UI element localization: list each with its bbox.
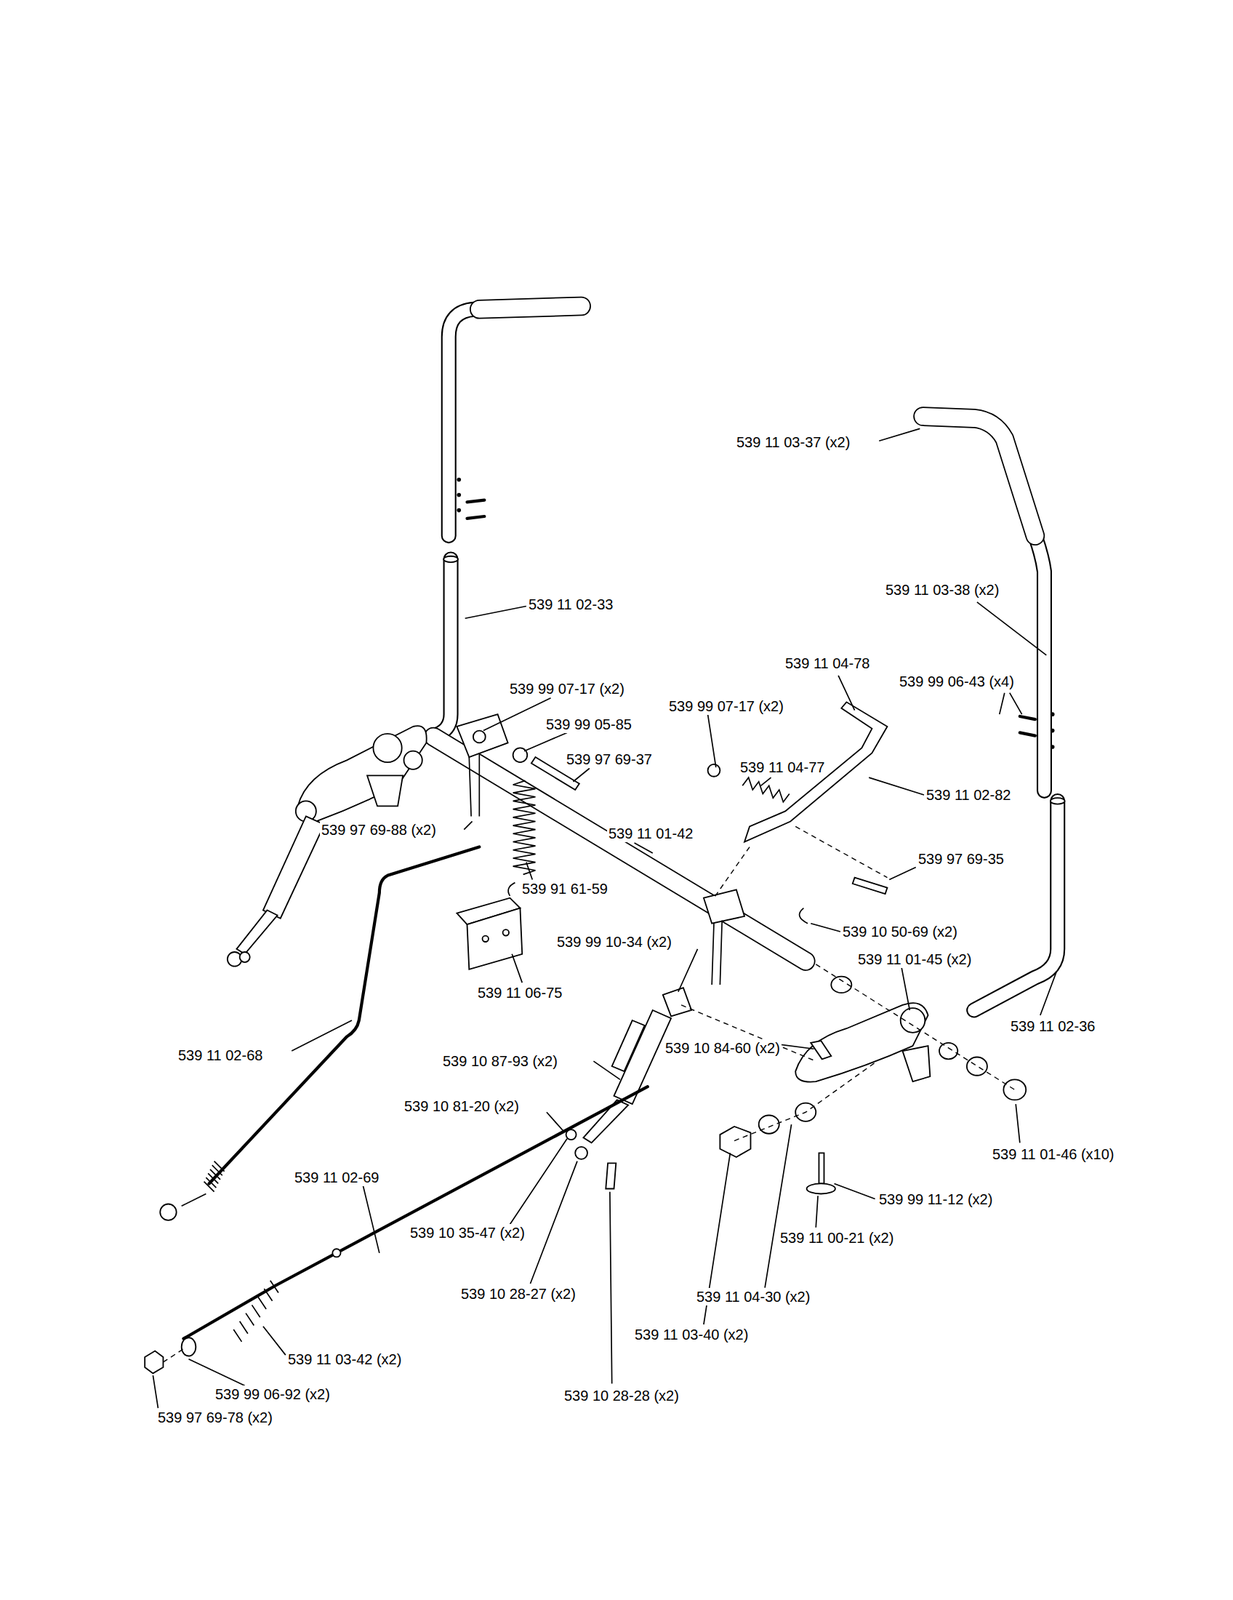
part-number: 539 11 01-46 (x10) bbox=[990, 1145, 1116, 1163]
part-number: 539 11 04-78 bbox=[783, 654, 871, 672]
part-number: 539 11 02-36 bbox=[1009, 1017, 1097, 1035]
part-number: 539 11 02-68 bbox=[176, 1046, 264, 1064]
part-number: 539 10 81-20 (x2) bbox=[402, 1097, 521, 1115]
part-number: 539 91 61-59 bbox=[520, 879, 610, 898]
part-number: 539 11 03-42 (x2) bbox=[286, 1350, 403, 1368]
part-number: 539 99 07-17 (x2) bbox=[667, 697, 786, 715]
part-number: 539 11 03-37 (x2) bbox=[735, 433, 852, 451]
part-number: 539 11 04-77 bbox=[738, 758, 826, 776]
part-number: 539 10 28-28 (x2) bbox=[562, 1386, 681, 1404]
part-number: 539 10 84-60 (x2) bbox=[663, 1038, 782, 1057]
part-number: 539 10 35-47 (x2) bbox=[408, 1223, 527, 1241]
part-number: 539 99 11-12 (x2) bbox=[877, 1190, 994, 1208]
part-number: 539 11 01-45 (x2) bbox=[856, 950, 973, 968]
part-number: 539 97 69-78 (x2) bbox=[156, 1408, 275, 1426]
part-number: 539 99 07-17 (x2) bbox=[508, 679, 626, 698]
part-number: 539 99 06-92 (x2) bbox=[213, 1384, 332, 1403]
part-number: 539 10 50-69 (x2) bbox=[841, 922, 959, 941]
part-number: 539 97 69-88 (x2) bbox=[319, 820, 438, 839]
part-number: 539 11 00-21 (x2) bbox=[778, 1228, 895, 1247]
part-number: 539 97 69-35 bbox=[916, 849, 1006, 868]
part-number: 539 11 01-42 bbox=[607, 824, 695, 842]
part-number: 539 99 10-34 (x2) bbox=[555, 932, 674, 951]
part-number: 539 97 69-37 bbox=[564, 750, 654, 768]
part-number: 539 11 02-33 bbox=[527, 595, 615, 613]
part-number: 539 11 02-69 bbox=[292, 1168, 381, 1186]
part-number: 539 10 28-27 (x2) bbox=[459, 1284, 578, 1303]
part-number: 539 10 87-93 (x2) bbox=[441, 1051, 560, 1070]
part-number: 539 11 03-38 (x2) bbox=[884, 580, 1001, 599]
part-number: 539 11 06-75 bbox=[476, 983, 564, 1002]
part-number: 539 11 04-30 (x2) bbox=[695, 1287, 812, 1305]
part-number: 539 11 02-82 bbox=[924, 785, 1012, 804]
part-number: 539 99 06-43 (x4) bbox=[897, 672, 1016, 690]
part-number: 539 11 03-40 (x2) bbox=[633, 1325, 750, 1343]
part-number: 539 99 05-85 bbox=[544, 715, 634, 733]
